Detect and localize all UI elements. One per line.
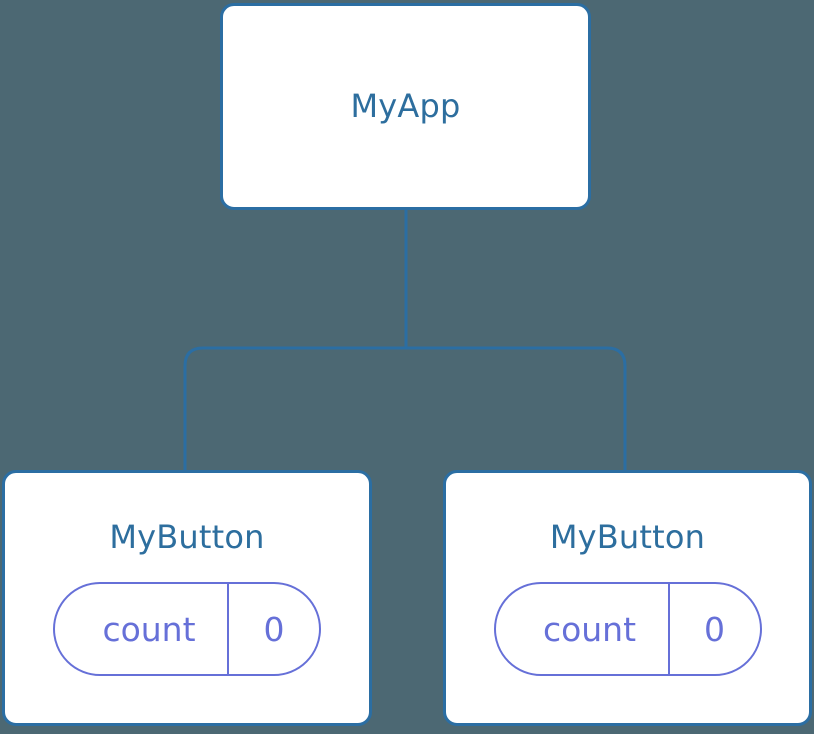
- state-pill-mybutton-2[interactable]: count 0: [493, 582, 762, 676]
- edge-myapp-to-mybutton-2: [406, 346, 627, 470]
- state-key: count: [102, 609, 196, 649]
- node-mybutton-2[interactable]: MyButton count 0: [443, 470, 812, 726]
- node-myapp-label: MyApp: [350, 86, 461, 125]
- node-mybutton-1-label: MyButton: [109, 518, 265, 556]
- state-key: count: [542, 609, 637, 649]
- node-mybutton-1[interactable]: MyButton count 0: [2, 470, 372, 726]
- edge-myapp-to-mybutton-1: [183, 346, 406, 470]
- node-mybutton-2-label: MyButton: [549, 518, 706, 556]
- node-myapp[interactable]: MyApp: [220, 3, 591, 210]
- state-pill-mybutton-1[interactable]: count 0: [53, 582, 321, 676]
- state-value: 0: [667, 584, 760, 674]
- state-value: 0: [227, 584, 319, 674]
